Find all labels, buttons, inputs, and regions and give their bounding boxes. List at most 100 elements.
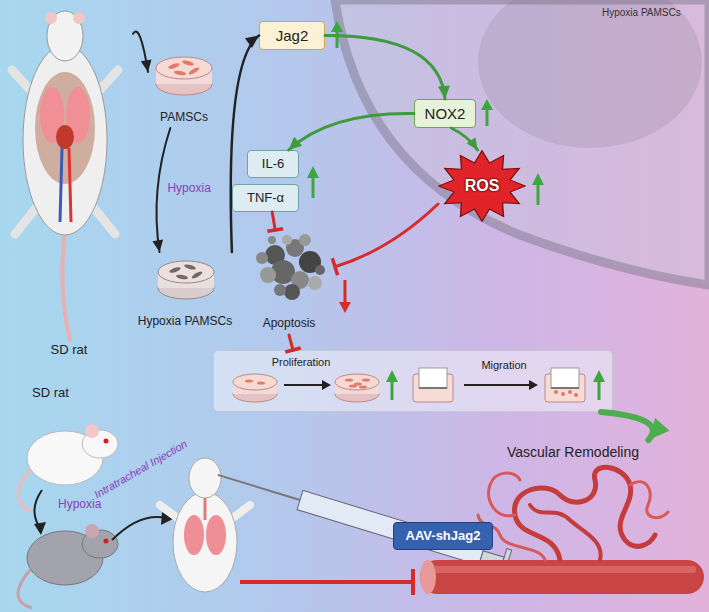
process-arrow-part (34, 490, 42, 528)
process-arrow-part (34, 522, 46, 535)
dissected-rat-part (45, 12, 57, 24)
dish-node: PAMSCs (148, 48, 220, 128)
injected-rat-part (184, 515, 204, 555)
gene-box: Jag2 (259, 21, 325, 50)
apoptotic-cells-part (274, 284, 286, 296)
culture-dish-part (233, 374, 277, 390)
node-text: Vascular Remodeling (493, 444, 653, 460)
normoxic-rat-part (85, 424, 99, 438)
syringe-part (297, 490, 485, 565)
culture-dish-part (362, 379, 370, 382)
injected-rat-part (173, 492, 237, 592)
increase-arrow-part (307, 166, 319, 178)
process-arrow-part (284, 384, 324, 386)
injected-rat-part (189, 458, 221, 498)
increase-arrow-part (336, 30, 339, 48)
increase-arrow-part (481, 99, 493, 110)
node-text: NOX2 (425, 105, 466, 122)
hypoxic-rat-part (85, 524, 99, 538)
dissected-rat-part (69, 148, 71, 222)
node-text: Jag2 (276, 27, 309, 44)
transwell-part (551, 387, 579, 389)
condition-label: Hypoxia (58, 498, 101, 512)
injected-rat-part (204, 498, 207, 520)
dissected-rat-part (56, 125, 74, 149)
culture-dish-part (335, 374, 379, 390)
dish-node: Hypoxia PAMSCs (118, 252, 252, 332)
cytokine-box: IL-6 (247, 150, 299, 178)
connector (133, 32, 151, 72)
node-text: Proliferation (256, 356, 346, 369)
connector (267, 212, 283, 231)
increase-arrow-part (537, 183, 540, 205)
connector (289, 113, 414, 150)
culture-dish-part (345, 379, 353, 382)
hypoxia-dish-part (191, 270, 203, 279)
node-text: AAV-shJag2 (406, 529, 481, 544)
connector (231, 36, 259, 253)
hypoxic-rat (18, 524, 118, 608)
transwell-part (568, 390, 572, 394)
remodeled-vessel-part (630, 482, 668, 518)
hypoxia-dish (158, 261, 214, 299)
node-text: SD rat (5, 343, 133, 358)
inhibition-line-part (411, 569, 415, 595)
apoptotic-cells-part (284, 284, 300, 300)
animal-label: SD rat (32, 386, 69, 401)
transwell-part (561, 392, 565, 396)
culture-dish-part (168, 62, 181, 70)
arrow-head (467, 137, 478, 150)
process-arrow-part (464, 384, 531, 386)
increase-arrow-part (312, 176, 315, 198)
process-arrow-part (112, 517, 166, 540)
rat-node: SD rat (5, 5, 133, 365)
syringe-part (218, 475, 300, 500)
normoxic-rat-part (18, 470, 32, 512)
dissected-rat-part (35, 72, 95, 184)
increase-arrow-part (331, 21, 343, 32)
connector-line (451, 128, 477, 150)
increase-arrow-part (486, 108, 489, 126)
connector-line (231, 36, 259, 253)
dissected-rat-part (62, 232, 70, 340)
increase-arrow-part (532, 173, 544, 185)
arrow-head (152, 240, 163, 252)
culture-dish (156, 57, 212, 95)
culture-dish-part (359, 386, 367, 389)
connector-line (335, 204, 438, 267)
inhibition-bar (267, 229, 283, 232)
culture-dish-part (182, 60, 195, 67)
apoptotic-cells-part (256, 252, 268, 264)
hypoxia-dish-part (184, 264, 197, 271)
connector-line (289, 113, 414, 150)
ros-star: ROS (438, 150, 526, 222)
transwell-part (419, 368, 447, 388)
apoptotic-cells-part (308, 276, 322, 290)
normoxic-rat (18, 424, 118, 512)
region-label: Hypoxia PAMSCs (602, 7, 681, 19)
connector-line (272, 212, 275, 230)
arrow-head (438, 86, 450, 99)
remodeled-vessel-part (420, 560, 436, 594)
connector (332, 204, 438, 275)
remodeled-vessel-part (489, 473, 520, 516)
node-text: Hypoxia PAMSCs (118, 315, 252, 329)
node-text: Migration (464, 359, 544, 372)
dissected-rat-part (23, 45, 107, 235)
inhibition-bar (332, 258, 337, 275)
increase-arrow-part (391, 380, 394, 400)
normoxic-rat-part (104, 439, 109, 444)
transwell-part (419, 387, 447, 389)
hypoxia-dish-part (176, 274, 189, 280)
decrease-arrow-part (344, 280, 347, 304)
hypoxia-dish-part (158, 261, 214, 283)
hypoxia-dish-part (169, 266, 182, 274)
apoptotic-cells-part (260, 267, 276, 283)
culture-dish-part (257, 382, 265, 385)
connector-line (289, 335, 293, 350)
connector (451, 128, 477, 150)
transwell-part (574, 393, 578, 397)
